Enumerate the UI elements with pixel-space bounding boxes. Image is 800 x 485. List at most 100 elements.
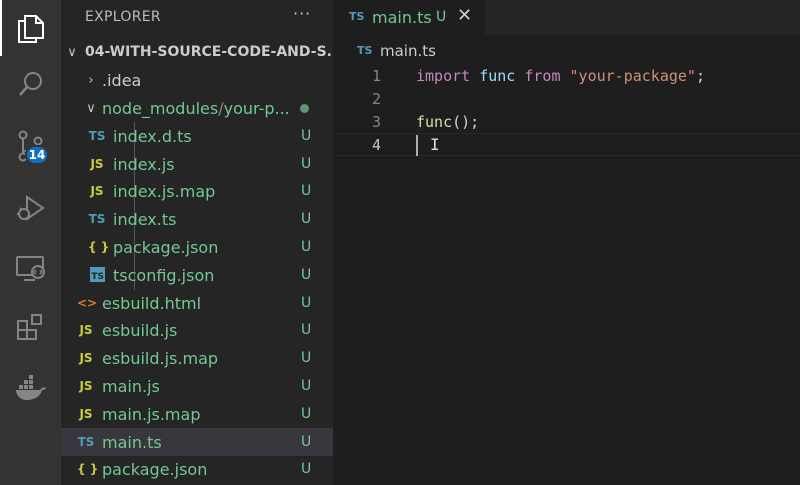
untracked-status: U [301,434,312,450]
tree-item-label: index.ts [113,209,177,229]
tree-item-esbuild-html[interactable]: <> esbuild.html U [61,289,333,317]
tree-item-label: index.d.ts [113,126,192,146]
identifier-token: func [479,67,516,85]
html-file-icon: <> [77,296,98,310]
tree-item-label: main.ts [102,432,162,452]
code-line[interactable]: 2 [333,88,800,111]
close-icon[interactable]: ✕ [457,5,473,26]
source-control-badge: 14 [25,145,49,165]
editor-tab-bar: TS main.ts U ✕ [333,0,800,35]
typescript-file-icon: TS [88,129,106,143]
line-number: 3 [371,113,381,131]
tree-item-index-d-ts[interactable]: TS index.d.ts U [61,122,333,150]
tree-item-main-ts[interactable]: TS main.ts U [61,428,333,456]
search-icon [18,72,42,96]
docker-activity-button[interactable] [0,360,61,416]
json-file-icon: { } [88,240,110,254]
indent-guide [134,122,135,290]
remote-explorer-icon [15,256,45,281]
tree-item-main-js[interactable]: JS main.js U [61,372,333,400]
untracked-status: U [301,295,312,311]
tree-item-index-js[interactable]: JS index.js U [61,150,333,178]
tab-label: main.ts [372,8,432,27]
space-token [561,67,570,85]
docker-icon [15,375,46,400]
tab-main-ts[interactable]: TS main.ts U ✕ [333,0,485,35]
breadcrumb-file[interactable]: main.ts [380,42,436,60]
untracked-status: U [301,322,312,338]
chevron-down-icon: ∨ [86,100,96,116]
untracked-status: U [301,156,312,172]
explorer-activity-button[interactable] [0,0,61,56]
breadcrumb: TS main.ts [333,35,800,65]
untracked-status: U [301,239,312,255]
untracked-status: U [301,350,312,366]
untracked-status: U [436,9,447,25]
untracked-status: U [301,128,312,144]
javascript-file-icon: JS [79,351,93,365]
remote-explorer-activity-button[interactable] [0,240,61,296]
tree-item-package-json[interactable]: { } package.json U [61,455,333,483]
tree-item-label: esbuild.js [102,320,178,340]
tree-item-esbuild-js[interactable]: JS esbuild.js U [61,316,333,344]
run-debug-icon [16,195,45,221]
text-caret [416,135,418,156]
extensions-activity-button[interactable] [0,300,61,356]
tree-item-label: main.js [102,376,160,396]
root-folder[interactable]: ∨ 04-WITH-SOURCE-CODE-AND-S... [61,38,342,66]
untracked-status: U [301,378,312,394]
javascript-file-icon: JS [79,407,93,421]
function-token: func [416,113,453,131]
typescript-file-icon: TS [349,10,365,23]
typescript-file-icon: TS [357,44,373,57]
tsconfig-file-icon: TS [90,267,105,282]
code-line[interactable]: 3 func(); [333,111,800,134]
editor-area: TS main.ts U ✕ TS main.ts 1 import func … [333,0,800,485]
explorer-title: EXPLORER [85,9,161,25]
javascript-file-icon: JS [90,157,104,171]
tree-item-label: esbuild.js.map [102,348,219,368]
path-separator: / [218,98,224,118]
string-token: "your-package" [569,67,696,85]
folder-name: node_modules [102,98,219,118]
untracked-status: U [301,211,312,227]
modified-dot-icon [300,104,309,113]
tree-item-tsconfig-json[interactable]: TS tsconfig.json U [61,261,333,289]
typescript-file-icon: TS [88,212,106,226]
tree-item-package-json-nested[interactable]: { } package.json U [61,233,333,261]
search-activity-button[interactable] [0,56,61,112]
line-number: 4 [371,136,381,154]
javascript-file-icon: JS [90,184,104,198]
javascript-file-icon: JS [79,323,93,337]
code-line[interactable]: 1 import func from "your-package"; [333,65,800,88]
run-debug-activity-button[interactable] [0,180,61,236]
tree-item-index-js-map[interactable]: JS index.js.map U [61,177,333,205]
tree-item-main-js-map[interactable]: JS main.js.map U [61,400,333,428]
javascript-file-icon: JS [79,379,93,393]
activity-bar: 14 [0,0,61,485]
folder-name-suffix: your-p... [223,98,290,118]
tree-item-label: index.js [113,154,175,174]
tree-item-label: .idea [102,70,142,90]
untracked-status: U [301,406,312,422]
tree-item-index-ts[interactable]: TS index.ts U [61,205,333,233]
tree-item-esbuild-js-map[interactable]: JS esbuild.js.map U [61,344,333,372]
untracked-status: U [301,183,312,199]
tree-item-label: main.js.map [102,404,201,424]
tree-item-idea[interactable]: › .idea [61,66,333,94]
files-icon [17,15,44,43]
punctuation-token: ; [695,67,705,85]
keyword-token: import [416,67,471,85]
punctuation-token: (); [452,113,480,131]
typescript-file-icon: TS [77,435,95,449]
root-folder-label: 04-WITH-SOURCE-CODE-AND-S... [85,44,343,60]
line-source: func(); [416,113,479,131]
current-code-line[interactable]: 4 I [333,133,800,156]
keyword-token: from [524,67,561,85]
tree-item-label: index.js.map [113,181,216,201]
more-actions-icon[interactable]: ··· [293,4,312,23]
tree-item-node-modules[interactable]: ∨ node_modules/your-p... [61,94,333,122]
untracked-status: U [301,267,312,283]
tree-item-label: tsconfig.json [113,265,215,285]
line-source: import func from "your-package"; [416,67,705,85]
